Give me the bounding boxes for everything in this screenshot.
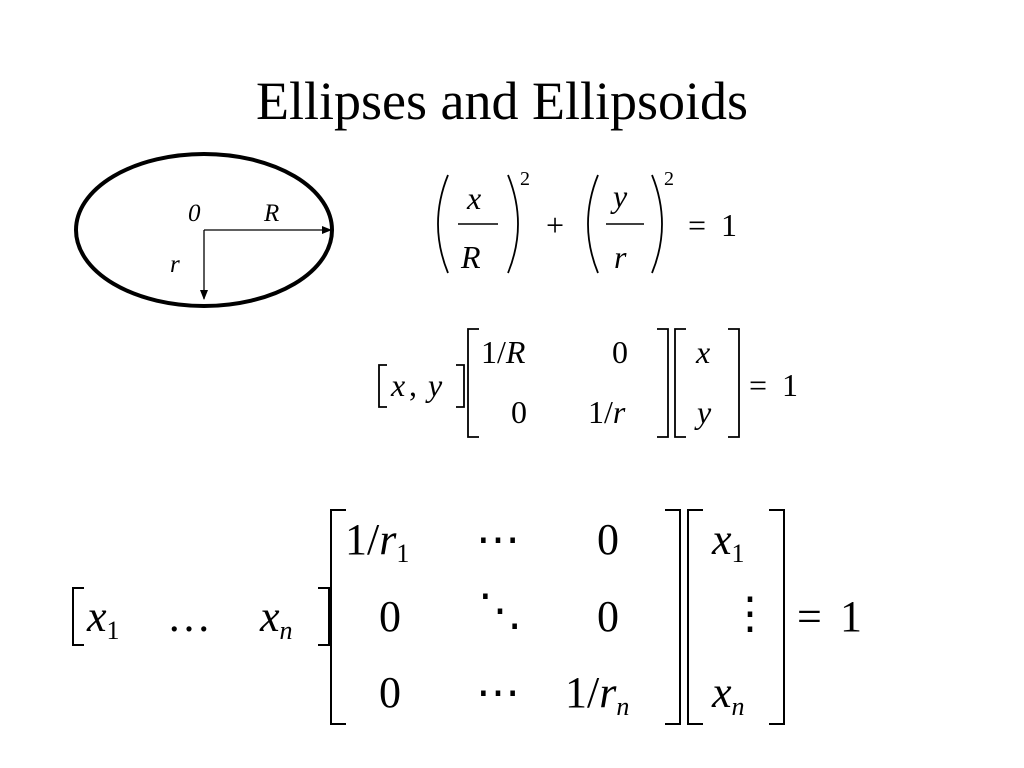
ellipse-diagram: 0 R r [74, 152, 334, 308]
fraction-numerator-y: y [610, 178, 628, 214]
row-vector-left-bracket [72, 587, 84, 646]
matrix-cell-31: 0 [379, 668, 401, 717]
column-vector-right-bracket [728, 328, 740, 438]
matrix-cell-11: 1/r1 [345, 515, 409, 568]
equation-rhs: 1 [840, 592, 862, 641]
right-paren [651, 174, 663, 274]
matrix-right-bracket [657, 328, 669, 438]
matrix-right-bracket [665, 509, 681, 725]
major-radius-label: R [263, 200, 279, 227]
matrix-cell-21: 0 [511, 394, 527, 430]
matrix-equation-nd: x1 … xn 1/r1 ⋯ 0 0 ⋱ 0 0 ⋯ 1/rn x1 ⋮ xn … [72, 509, 862, 725]
matrix-cell-33: 1/rn [565, 668, 629, 721]
left-paren [437, 174, 449, 274]
matrix-cell-13: 0 [597, 515, 619, 564]
slide-title: Ellipses and Ellipsoids [256, 71, 748, 131]
fraction-denominator-R: R [460, 239, 481, 275]
right-paren [507, 174, 519, 274]
matrix-cell-22: 1/r [588, 394, 626, 430]
column-vector-y: y [694, 394, 712, 430]
column-vector-x: x [695, 334, 710, 370]
equals-sign: = [749, 367, 767, 403]
row-vector-y: y [425, 367, 443, 403]
row-vector-ellipsis: … [167, 592, 211, 641]
ellipse-equation: x R 2 + y r 2 = 1 [437, 168, 737, 275]
fraction-denominator-r: r [614, 239, 627, 275]
matrix-cell-11: 1/R [481, 334, 526, 370]
origin-label: 0 [188, 200, 201, 227]
minor-radius-label: r [170, 251, 180, 278]
column-vector-left-bracket [687, 509, 703, 725]
matrix-left-bracket [330, 509, 346, 725]
equation-rhs: 1 [721, 207, 737, 243]
ellipse-outline [74, 152, 334, 308]
matrix-equation-2d: x , y 1/R 0 0 1/r x y = 1 [378, 328, 798, 438]
column-vector-x1: x1 [711, 515, 745, 568]
row-vector-right-bracket [456, 364, 465, 408]
matrix-cell-12: ⋯ [476, 515, 520, 564]
equation-rhs: 1 [782, 367, 798, 403]
row-vector-left-bracket [378, 364, 387, 408]
matrix-cell-12: 0 [612, 334, 628, 370]
column-vector-vdots: ⋮ [728, 589, 772, 638]
matrix-left-bracket [467, 328, 479, 438]
matrix-cell-23: 0 [597, 592, 619, 641]
row-vector-x: x [390, 367, 405, 403]
left-paren [587, 174, 599, 274]
row-vector-x1: x1 [86, 592, 120, 645]
row-vector-right-bracket [318, 587, 330, 646]
equals-sign: = [797, 592, 822, 641]
column-vector-right-bracket [769, 509, 785, 725]
plus-sign: + [546, 207, 564, 243]
row-vector-comma: , [409, 367, 417, 403]
matrix-cell-22: ⋱ [478, 586, 522, 635]
matrix-cell-21: 0 [379, 592, 401, 641]
column-vector-xn: xn [711, 668, 745, 721]
exponent: 2 [664, 168, 674, 190]
equals-sign: = [688, 207, 706, 243]
column-vector-left-bracket [674, 328, 686, 438]
exponent: 2 [520, 168, 530, 190]
matrix-cell-32: ⋯ [476, 668, 520, 717]
row-vector-xn: xn [259, 592, 293, 645]
fraction-numerator-x: x [466, 180, 481, 216]
